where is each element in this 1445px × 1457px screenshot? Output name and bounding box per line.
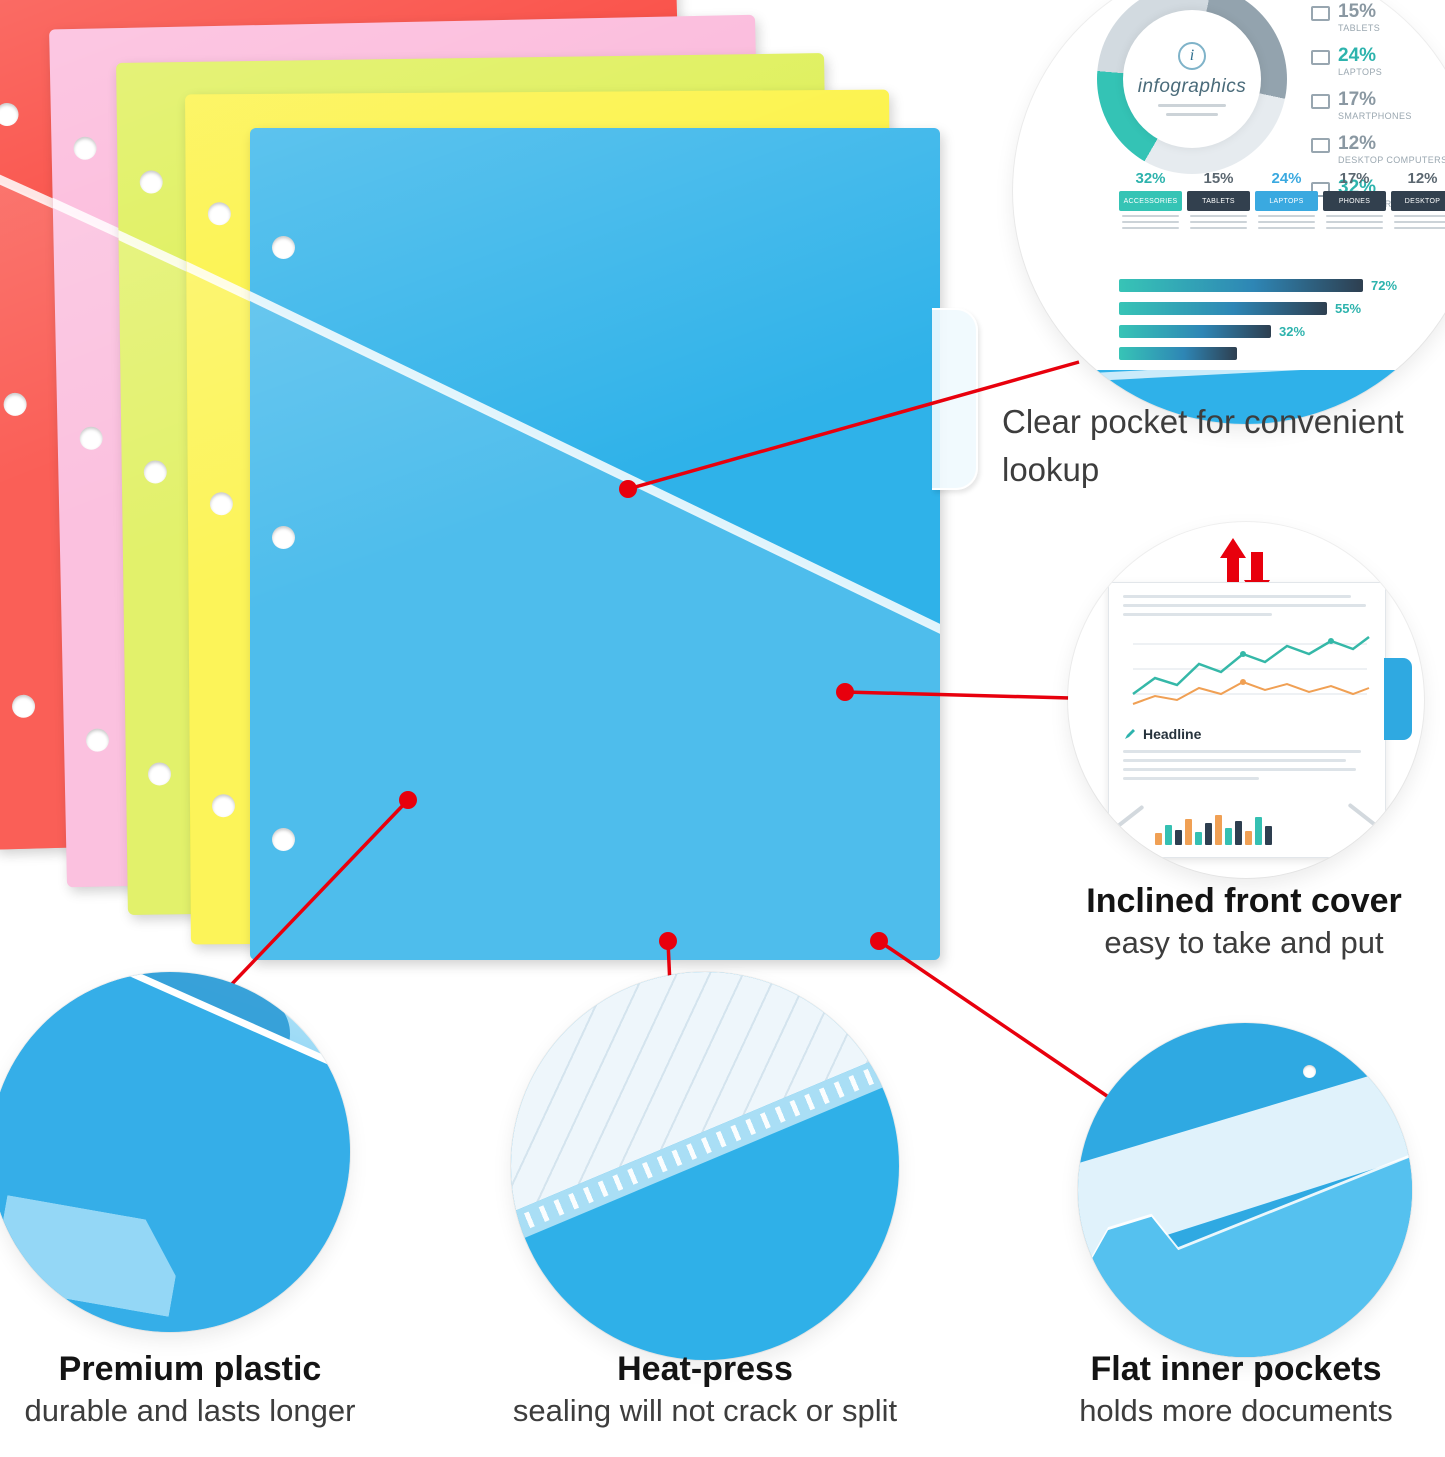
divider-tab xyxy=(932,308,978,490)
column-pct: 12% xyxy=(1407,170,1438,187)
inclined-subtitle: easy to take and put xyxy=(1104,925,1384,960)
zoom-flat-pockets xyxy=(1078,1023,1412,1357)
column-pct: 17% xyxy=(1339,170,1370,187)
infographic-title: infographics xyxy=(1137,76,1247,97)
category-column: 15% TABLETS xyxy=(1187,170,1250,229)
folder-through-pocket xyxy=(1013,370,1445,424)
text-line xyxy=(1158,104,1226,107)
column-pct: 24% xyxy=(1271,170,1302,187)
heat-title: Heat-press xyxy=(617,1350,793,1388)
column-chip: TABLETS xyxy=(1187,191,1250,211)
clear-pocket-line2: lookup xyxy=(1002,450,1100,488)
divider-tab xyxy=(1384,658,1412,740)
stat-label: SMARTPHONES xyxy=(1338,111,1412,121)
column-chip: PHONES xyxy=(1323,191,1386,211)
stat-label: DESKTOP COMPUTERS xyxy=(1338,155,1445,165)
mini-bar-chart xyxy=(1155,815,1272,845)
binder-hole xyxy=(1303,1065,1316,1078)
flat-line xyxy=(878,939,1108,1098)
premium-subtitle: durable and lasts longer xyxy=(24,1393,356,1428)
clear-pocket-label: Clear pocket for convenient lookup xyxy=(1002,398,1442,494)
info-icon: i xyxy=(1178,42,1206,70)
bar-pct: 32% xyxy=(1279,324,1306,339)
bar-row: 72% xyxy=(1119,278,1445,293)
column-chip: LAPTOPS xyxy=(1255,191,1318,211)
text-lines xyxy=(1123,750,1371,780)
category-column: 12% DESKTOP xyxy=(1391,170,1445,229)
text-line xyxy=(1166,113,1218,116)
heat-subtitle: sealing will not crack or split xyxy=(512,1393,898,1428)
folder-blue xyxy=(250,128,978,960)
stat-label: TABLETS xyxy=(1338,23,1381,33)
headline-text: Headline xyxy=(1143,726,1202,742)
zoom-clear-pocket: i infographics 15% TABLETS 24% LAPTOPS 1… xyxy=(1013,0,1445,424)
bar-row: 32% xyxy=(1119,324,1445,339)
stat-entry: 15% TABLETS xyxy=(1311,2,1445,33)
binder-hole xyxy=(272,526,295,549)
binder-hole xyxy=(207,202,231,226)
flat-title: Flat inner pockets xyxy=(1090,1350,1382,1388)
stat-label: LAPTOPS xyxy=(1338,67,1383,77)
clear-pocket-line1: Clear pocket for convenient xyxy=(1002,403,1404,440)
clear-flap xyxy=(511,972,899,1213)
flat-label: Flat inner pockets holds more documents xyxy=(1026,1350,1445,1429)
desktop-icon xyxy=(1311,138,1330,153)
laptop-icon xyxy=(1311,50,1330,65)
bar-pct: 55% xyxy=(1335,301,1362,316)
bar-chart: 72% 55% 32% xyxy=(1119,278,1445,360)
zoom-premium-plastic xyxy=(0,972,350,1332)
category-column: 24% LAPTOPS xyxy=(1255,170,1318,229)
stat-entry: 17% SMARTPHONES xyxy=(1311,90,1445,121)
binder-hole xyxy=(272,828,295,851)
line-chart xyxy=(1132,636,1370,705)
smartphone-icon xyxy=(1311,94,1330,109)
premium-title: Premium plastic xyxy=(58,1350,322,1388)
zoom-heat-press xyxy=(511,972,899,1360)
orange-series xyxy=(1132,680,1370,705)
bar-pct: 72% xyxy=(1371,278,1398,293)
binder-hole xyxy=(209,492,233,516)
category-column: 32% ACCESSORIES xyxy=(1119,170,1182,229)
binder-hole xyxy=(272,236,295,259)
category-columns: 32% ACCESSORIES 15% TABLETS 24% LAPTOPS … xyxy=(1119,170,1445,229)
binder-hole xyxy=(211,794,236,818)
category-column: 17% PHONES xyxy=(1323,170,1386,229)
text-lines xyxy=(1123,595,1371,616)
column-chip: ACCESSORIES xyxy=(1119,191,1182,211)
stat-entry: 12% DESKTOP COMPUTERS xyxy=(1311,134,1445,165)
pencil-icon xyxy=(1125,729,1135,739)
stat-pct: 12% xyxy=(1338,133,1377,154)
inner-pocket xyxy=(1078,1023,1412,1357)
stat-pct: 24% xyxy=(1338,45,1377,66)
plastic-sheen xyxy=(250,128,940,960)
inclined-label: Inclined front cover easy to take and pu… xyxy=(1034,882,1445,961)
column-chip: DESKTOP xyxy=(1391,191,1445,211)
document-headline: Headline xyxy=(1123,726,1371,742)
donut-chart: i infographics xyxy=(1097,0,1287,174)
bar-row xyxy=(1119,347,1445,360)
bar-row: 55% xyxy=(1119,301,1445,316)
premium-label: Premium plastic durable and lasts longer xyxy=(0,1350,386,1429)
stat-entry: 24% LAPTOPS xyxy=(1311,46,1445,77)
stat-pct: 15% xyxy=(1338,1,1377,22)
donut-center: i infographics xyxy=(1123,10,1261,148)
column-pct: 15% xyxy=(1203,170,1234,187)
heat-label: Heat-press sealing will not crack or spl… xyxy=(462,1350,948,1429)
stat-pct: 17% xyxy=(1338,89,1377,110)
inner-pocket-shape xyxy=(1078,1156,1412,1357)
teal-series xyxy=(1132,636,1370,696)
column-pct: 32% xyxy=(1135,170,1166,187)
document-sheet: Headline xyxy=(1108,582,1386,858)
accessories-icon xyxy=(1311,182,1330,197)
inclined-title: Inclined front cover xyxy=(1086,882,1402,920)
tablet-icon xyxy=(1311,6,1330,21)
zoom-inclined-cover: Headline xyxy=(1068,522,1424,878)
flat-subtitle: holds more documents xyxy=(1079,1393,1393,1428)
